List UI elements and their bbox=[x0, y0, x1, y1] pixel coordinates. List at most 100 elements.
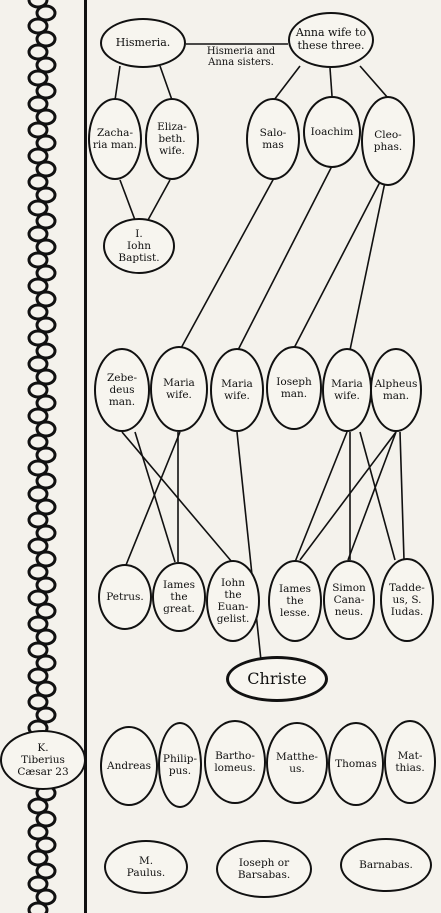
chain-link bbox=[35, 316, 57, 334]
chain-link bbox=[27, 589, 49, 607]
node-petrus: Petrus. bbox=[98, 564, 152, 630]
relation-line bbox=[147, 179, 171, 221]
chain-link bbox=[35, 888, 57, 906]
chain-link bbox=[27, 849, 49, 867]
chain-link bbox=[35, 524, 57, 542]
chain-link bbox=[27, 17, 49, 35]
chain-border bbox=[27, 0, 57, 913]
chain-link bbox=[35, 420, 57, 438]
relation-line bbox=[119, 179, 136, 221]
chain-link bbox=[35, 628, 57, 646]
chain-link bbox=[35, 342, 57, 360]
chain-link bbox=[35, 498, 57, 516]
relation-line bbox=[121, 431, 233, 563]
chain-link bbox=[27, 823, 49, 841]
node-paulus: M. Paulus. bbox=[104, 840, 188, 894]
chain-link bbox=[27, 459, 49, 477]
chain-link bbox=[35, 82, 57, 100]
node-alpheus: Alpheus man. bbox=[370, 348, 422, 432]
node-simon-cananeus: Simon Cana- neus. bbox=[323, 560, 375, 640]
relation-line bbox=[273, 65, 301, 101]
chain-link bbox=[35, 238, 57, 256]
chain-link bbox=[35, 212, 57, 230]
chain-link bbox=[27, 43, 49, 61]
chain-link bbox=[27, 147, 49, 165]
chain-link bbox=[35, 394, 57, 412]
chain-link bbox=[27, 95, 49, 113]
chain-link bbox=[27, 901, 49, 913]
chain-link bbox=[35, 186, 57, 204]
relation-line bbox=[329, 67, 333, 97]
chain-link bbox=[35, 160, 57, 178]
node-maria-zebedeus-wife: Maria wife. bbox=[150, 346, 208, 432]
relation-line bbox=[347, 431, 397, 561]
chain-link bbox=[35, 30, 57, 48]
chain-link bbox=[27, 563, 49, 581]
node-thomas: Thomas bbox=[328, 722, 384, 806]
node-christe: Christe bbox=[226, 656, 328, 702]
relation-line bbox=[349, 181, 386, 351]
node-philippus: Philip- pus. bbox=[158, 722, 202, 808]
chain-link bbox=[27, 485, 49, 503]
node-salomas: Salo- mas bbox=[246, 98, 300, 180]
node-iohn-baptist: I. Iohn Baptist. bbox=[103, 218, 175, 274]
chain-link bbox=[27, 225, 49, 243]
node-mattheus: Matthe- us. bbox=[266, 722, 328, 804]
chain-link bbox=[35, 836, 57, 854]
chain-link bbox=[27, 121, 49, 139]
node-andreas: Andreas bbox=[100, 726, 158, 806]
chain-link bbox=[35, 4, 57, 22]
node-elizabeth: Eliza- beth. wife. bbox=[145, 98, 199, 180]
chain-link bbox=[27, 277, 49, 295]
chain-link bbox=[27, 797, 49, 815]
relation-line bbox=[114, 65, 121, 101]
node-ioseph-barsabas: Ioseph or Barsabas. bbox=[216, 840, 312, 898]
node-barnabas: Barnabas. bbox=[340, 838, 432, 892]
relation-line bbox=[134, 431, 176, 563]
chain-link bbox=[35, 576, 57, 594]
divider-line bbox=[84, 0, 87, 913]
label-sisters: Hismeria and Anna sisters. bbox=[206, 46, 276, 68]
relation-line bbox=[299, 431, 397, 561]
chain-link bbox=[35, 368, 57, 386]
chain-link bbox=[27, 251, 49, 269]
node-hismeria: Hismeria. bbox=[100, 18, 186, 68]
chain-link bbox=[27, 199, 49, 217]
node-ioseph: Ioseph man. bbox=[266, 346, 322, 430]
chain-link bbox=[27, 329, 49, 347]
node-zebedeus: Zebe- deus man. bbox=[94, 348, 150, 432]
relation-line bbox=[236, 165, 333, 353]
chain-link bbox=[35, 56, 57, 74]
chain-link bbox=[35, 602, 57, 620]
node-james-the-lesse: Iames the lesse. bbox=[268, 560, 322, 642]
chain-link bbox=[35, 264, 57, 282]
relation-line bbox=[359, 65, 389, 99]
chain-link bbox=[27, 875, 49, 893]
chain-link bbox=[35, 810, 57, 828]
chain-link bbox=[27, 641, 49, 659]
node-taddeus-iudas: Tadde- us, S. Iudas. bbox=[380, 558, 434, 642]
relation-line bbox=[159, 65, 173, 101]
node-zacharias: Zacha- ria man. bbox=[88, 98, 142, 180]
node-matthias: Mat- thias. bbox=[384, 720, 436, 804]
node-anna: Anna wife to these three. bbox=[288, 12, 374, 68]
chain-link bbox=[27, 407, 49, 425]
chain-link bbox=[27, 693, 49, 711]
node-iohn-evangelist: Iohn the Euan- gelist. bbox=[206, 560, 260, 642]
chain-link bbox=[27, 173, 49, 191]
chain-link bbox=[27, 381, 49, 399]
chain-link bbox=[27, 69, 49, 87]
chain-link bbox=[35, 290, 57, 308]
chain-link bbox=[35, 654, 57, 672]
chain-link bbox=[27, 303, 49, 321]
chain-link bbox=[35, 706, 57, 724]
chain-link bbox=[35, 862, 57, 880]
chain-link bbox=[35, 680, 57, 698]
node-ioachim: Ioachim bbox=[303, 96, 361, 168]
relation-line bbox=[294, 431, 348, 563]
relation-line bbox=[179, 177, 275, 351]
chain-link bbox=[27, 433, 49, 451]
node-maria-alpheus-wife: Maria wife. bbox=[322, 348, 372, 432]
chain-link bbox=[35, 472, 57, 490]
